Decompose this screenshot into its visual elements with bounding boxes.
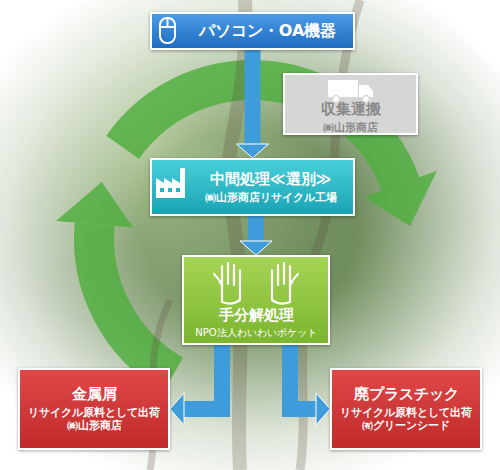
node-heading: 廃プラスチック (354, 385, 459, 404)
tree-trunks (150, 0, 360, 470)
node-text: NPO法人わいわいポケット (195, 327, 316, 340)
arrow-shaft (245, 50, 261, 144)
node-text: リサイクル原料として出荷 (340, 406, 472, 420)
arrow-head (237, 144, 269, 158)
transport-box: 収集運搬㈱山形商店 (283, 73, 418, 135)
node-heading: 中間処理≪選別≫ (210, 170, 331, 189)
flow-arrow (170, 345, 222, 425)
arrow-head (316, 393, 330, 425)
process-box: 中間処理≪選別≫ ㈱山形商店リサイクル工場 (150, 158, 355, 216)
cycle-arrowhead (56, 182, 133, 228)
node-text: ㈲グリーンシード (362, 419, 450, 433)
cycle-arc (94, 224, 173, 375)
arrow-head (240, 241, 272, 255)
node-text: ㈱山形商店 (323, 121, 378, 135)
arrow-shaft (290, 345, 316, 409)
hands-icon (214, 263, 298, 304)
flow-arrow (290, 345, 330, 425)
truck-icon (328, 80, 373, 103)
node-text: ㈱山形商店リサイクル工場 (205, 191, 337, 205)
node-heading: 収集運搬 (321, 100, 381, 119)
mouse-icon (160, 18, 175, 43)
node-heading: 金属屑 (72, 385, 117, 404)
node-heading: 手分解処理 (219, 306, 294, 325)
flow-arrow (237, 50, 269, 158)
cycle-arrowhead (364, 171, 437, 226)
output-box: 金属屑リサイクル原料として出荷㈱山形商店 (18, 368, 170, 450)
node-text: ㈱山形商店 (67, 419, 122, 433)
source-box: パソコン・OA機器 (150, 12, 355, 50)
arrow-head (170, 393, 184, 425)
output-box: 廃プラスチックリサイクル原料として出荷㈲グリーンシード (330, 368, 482, 450)
arrow-shaft (248, 216, 264, 241)
arrow-shaft (184, 345, 222, 409)
flow-arrow (240, 216, 272, 255)
factory-icon (156, 168, 185, 198)
process-box: 手分解処理 NPO法人わいわいポケット (182, 255, 330, 345)
node-text: リサイクル原料として出荷 (28, 406, 160, 420)
node-heading: パソコン・OA機器 (199, 21, 337, 41)
